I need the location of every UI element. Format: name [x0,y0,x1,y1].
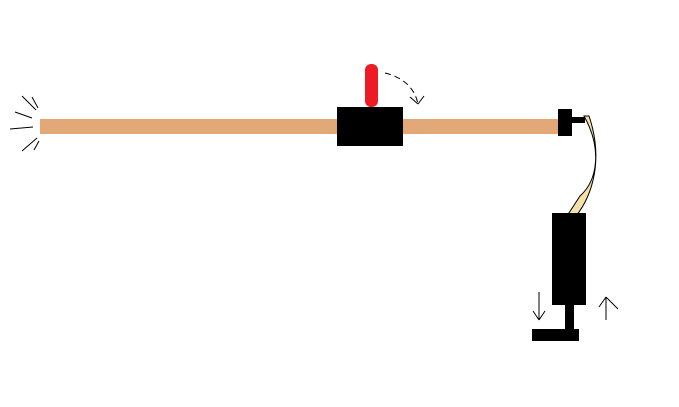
up-arrow-icon [598,296,619,320]
down-arrow-icon [532,292,546,321]
toggle-lever [365,64,378,107]
pump-stem [565,305,574,330]
end-cap [558,109,572,136]
end-cap-nozzle [572,117,585,123]
switch-block [337,107,403,146]
tube [40,119,559,134]
pump-base [532,329,579,341]
rotate-arrow-icon [384,72,425,105]
pump-cylinder [552,213,586,305]
spark-lines-icon [9,95,40,152]
